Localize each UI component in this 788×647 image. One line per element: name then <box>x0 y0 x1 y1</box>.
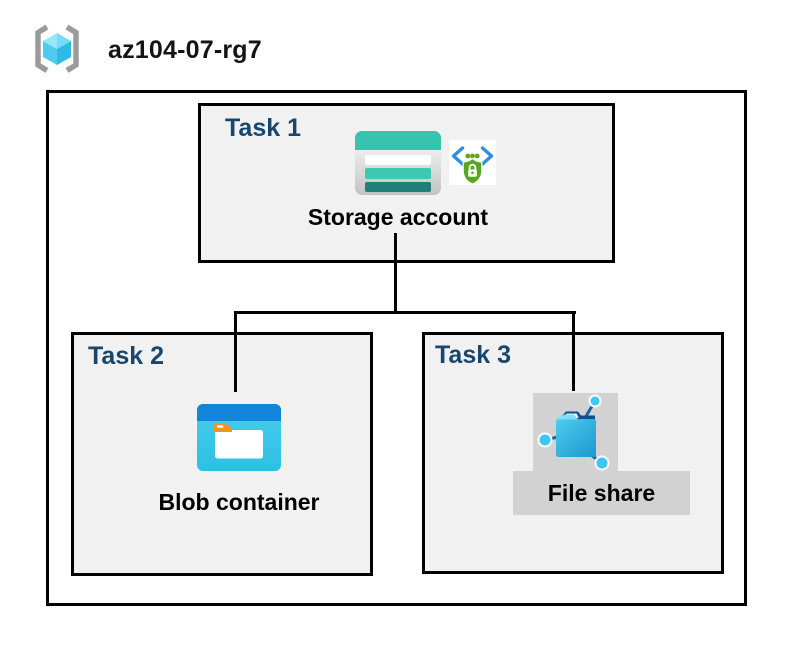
connector-horizontal <box>234 311 576 314</box>
blob-container-icon <box>197 404 281 471</box>
storage-icon-row-white <box>365 155 431 165</box>
file-share-label-highlight: File share <box>513 471 690 515</box>
storage-account-icon <box>355 131 441 195</box>
task2-box: Task 2 Blob container <box>71 332 373 576</box>
resource-group-name: az104-07-rg7 <box>108 35 262 64</box>
connector-to-blob <box>234 311 237 392</box>
task1-box: Task 1 Storage account <box>198 103 615 263</box>
task2-label: Task 2 <box>88 342 164 370</box>
task1-label: Task 1 <box>225 114 301 142</box>
storage-icon-header-bar <box>355 131 441 150</box>
storage-icon-row-dark-teal <box>365 182 431 192</box>
connector-storage-stem <box>394 233 397 314</box>
resource-group-icon <box>35 24 79 73</box>
file-share-icon-highlight <box>533 393 618 471</box>
file-share-label: File share <box>547 479 656 506</box>
blob-container-label: Blob container <box>158 489 320 515</box>
storage-account-label: Storage account <box>307 204 489 230</box>
secure-endpoint-icon <box>449 140 496 185</box>
storage-icon-row-teal <box>365 168 431 179</box>
resource-group-header: az104-07-rg7 <box>28 20 262 80</box>
task3-label: Task 3 <box>435 341 511 369</box>
file-share-icon <box>537 394 610 471</box>
connector-to-fileshare <box>572 311 575 391</box>
